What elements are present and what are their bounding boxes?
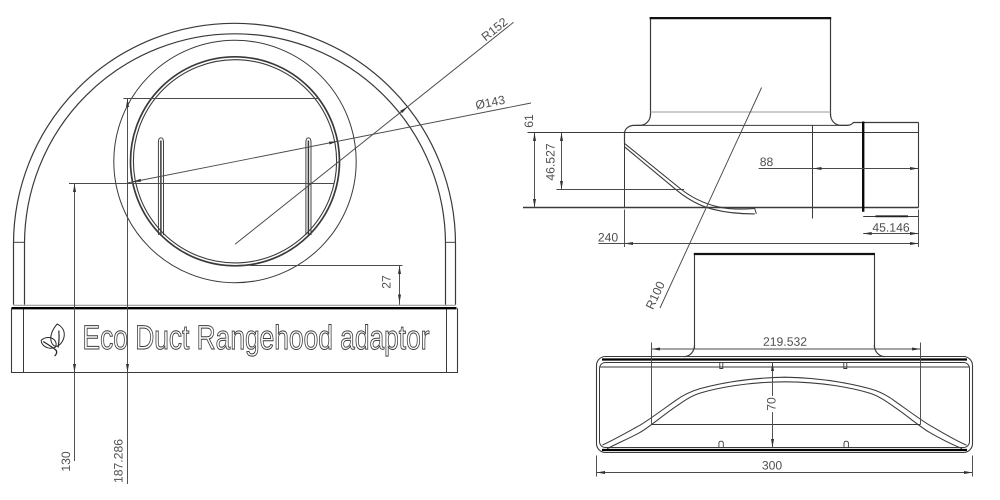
svg-text:187.286: 187.286 [112, 439, 126, 483]
svg-text:70: 70 [765, 397, 779, 411]
svg-text:45.146: 45.146 [872, 221, 910, 235]
svg-text:300: 300 [762, 458, 783, 472]
svg-text:R152: R152 [479, 15, 511, 44]
svg-text:61: 61 [522, 114, 536, 128]
svg-text:Eco Duct Rangehood adaptor: Eco Duct Rangehood adaptor [82, 319, 429, 357]
svg-text:219.532: 219.532 [763, 335, 807, 349]
svg-text:27: 27 [380, 275, 394, 289]
svg-text:130: 130 [59, 451, 73, 472]
svg-text:46.527: 46.527 [544, 143, 558, 180]
svg-text:240: 240 [598, 230, 619, 244]
svg-text:Ø143: Ø143 [474, 93, 506, 113]
svg-text:R100: R100 [643, 279, 668, 312]
svg-text:88: 88 [760, 155, 774, 169]
